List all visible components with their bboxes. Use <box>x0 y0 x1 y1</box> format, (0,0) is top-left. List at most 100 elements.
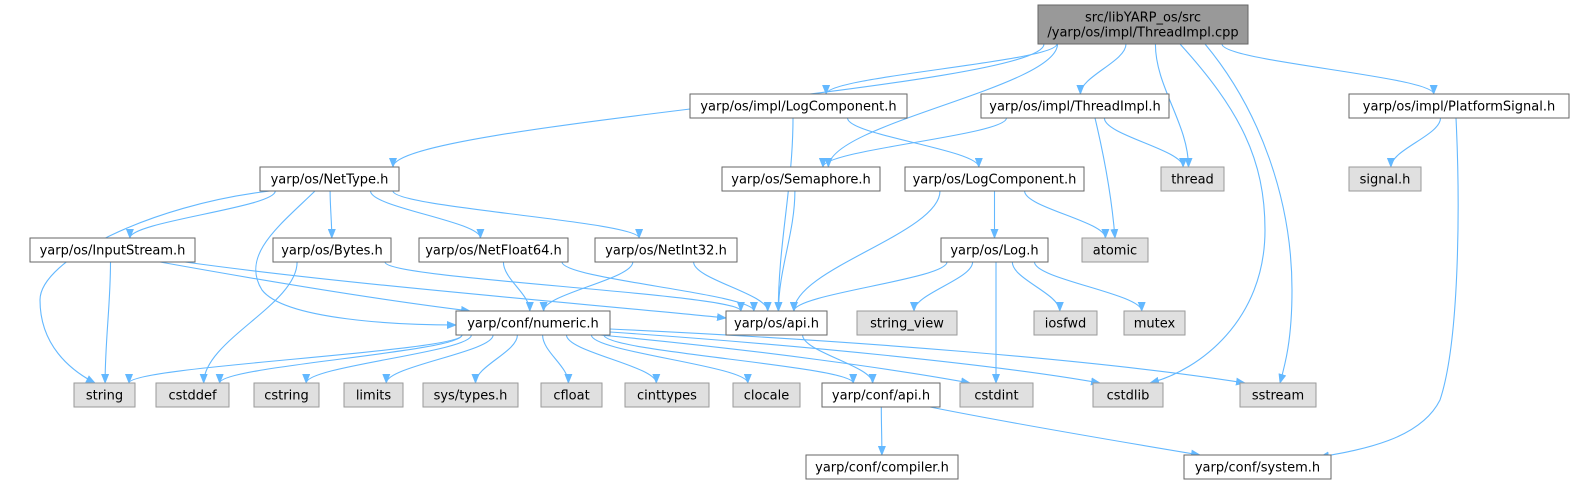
node-box-conf_api <box>821 382 941 408</box>
node-semaphore[interactable]: yarp/os/Semaphore.h <box>721 166 881 192</box>
edge-logcomponent_impl-to-os_api <box>774 117 794 312</box>
node-numeric[interactable]: yarp/conf/numeric.h <box>455 310 611 336</box>
node-box-os_api <box>725 310 828 336</box>
node-box-nettype <box>259 166 400 192</box>
node-label-signal_h: signal.h <box>1360 173 1411 188</box>
edge-nettype-to-inputstream <box>125 190 276 239</box>
node-box-inputstream <box>29 237 196 263</box>
node-box-cstddef <box>155 382 230 408</box>
node-box-clocale <box>732 382 801 408</box>
node-label-platformsignal: yarp/os/impl/PlatformSignal.h <box>1363 100 1555 115</box>
node-compiler[interactable]: yarp/conf/compiler.h <box>805 454 959 480</box>
node-label-compiler: yarp/conf/compiler.h <box>815 461 949 476</box>
edge-semaphore-to-os_api <box>774 190 796 312</box>
node-label-mutex: mutex <box>1134 317 1176 332</box>
edge-conf_api-to-system <box>929 406 1201 458</box>
edge-log-to-mutex <box>1033 261 1146 312</box>
node-label-atomic: atomic <box>1093 244 1137 259</box>
node-platformsignal[interactable]: yarp/os/impl/PlatformSignal.h <box>1348 93 1570 119</box>
node-label-root-line-2: /yarp/os/impl/ThreadImpl.cpp <box>1047 26 1238 41</box>
edge-bytes-to-cstddef <box>199 261 298 384</box>
node-box-cinttypes <box>624 382 710 408</box>
node-label-bytes: yarp/os/Bytes.h <box>281 244 383 259</box>
edge-numeric-to-sys_types <box>471 334 518 384</box>
node-box-compiler <box>805 454 959 480</box>
edge-numeric-to-cinttypes <box>565 334 661 384</box>
node-box-cstring <box>253 382 320 408</box>
node-logcomponent[interactable]: yarp/os/LogComponent.h <box>904 166 1085 192</box>
node-limits: limits <box>343 382 404 408</box>
node-thread: thread <box>1160 166 1225 192</box>
node-label-cinttypes: cinttypes <box>637 389 697 404</box>
node-label-nettype: yarp/os/NetType.h <box>271 173 389 188</box>
node-box-numeric <box>455 310 611 336</box>
node-inputstream[interactable]: yarp/os/InputStream.h <box>29 237 196 263</box>
node-box-bytes <box>272 237 392 263</box>
node-box-semaphore <box>721 166 881 192</box>
node-iosfwd: iosfwd <box>1033 310 1098 336</box>
node-box-string <box>73 382 136 408</box>
edge-logcomponent-to-os_api <box>789 190 941 312</box>
node-label-root-line-1: src/libYARP_os/src <box>1085 11 1201 26</box>
edge-root-to-logcomponent_impl <box>822 43 1058 95</box>
node-log[interactable]: yarp/os/Log.h <box>940 237 1049 263</box>
node-nettype[interactable]: yarp/os/NetType.h <box>259 166 400 192</box>
edge-inputstream-to-string <box>101 261 112 384</box>
node-label-conf_api: yarp/conf/api.h <box>832 389 930 404</box>
edge-root-to-sstream <box>1204 43 1293 384</box>
node-threadimpl_h[interactable]: yarp/os/impl/ThreadImpl.h <box>980 93 1170 119</box>
node-cfloat: cfloat <box>540 382 603 408</box>
node-label-sys_types: sys/types.h <box>434 389 508 404</box>
edge-log-to-os_api <box>789 261 948 312</box>
node-box-sys_types <box>422 382 519 408</box>
node-box-platformsignal <box>1348 93 1570 119</box>
node-sys_types: sys/types.h <box>422 382 519 408</box>
edge-nettype-to-netint32 <box>392 190 643 239</box>
node-label-cstring: cstring <box>264 389 308 404</box>
edge-log-to-string_view <box>910 261 974 312</box>
node-box-root <box>1037 4 1249 45</box>
node-cstdint: cstdint <box>959 382 1034 408</box>
edge-platformsignal-to-system <box>1319 117 1459 460</box>
edge-numeric-to-clocale <box>590 334 752 384</box>
edge-platformsignal-to-signal_h <box>1386 117 1442 168</box>
node-box-logcomponent_impl <box>689 93 908 119</box>
edge-inputstream-to-os_api <box>184 261 727 322</box>
node-conf_api[interactable]: yarp/conf/api.h <box>821 382 941 408</box>
node-os_api[interactable]: yarp/os/api.h <box>725 310 828 336</box>
node-cinttypes: cinttypes <box>624 382 710 408</box>
node-label-logcomponent: yarp/os/LogComponent.h <box>913 173 1077 188</box>
edge-numeric-to-cstddef <box>215 334 463 384</box>
node-atomic: atomic <box>1081 237 1149 263</box>
node-mutex: mutex <box>1123 310 1186 336</box>
node-box-cfloat <box>540 382 603 408</box>
node-system[interactable]: yarp/conf/system.h <box>1183 454 1332 480</box>
node-logcomponent_impl[interactable]: yarp/os/impl/LogComponent.h <box>689 93 908 119</box>
node-label-string_view: string_view <box>870 317 944 332</box>
node-clocale: clocale <box>732 382 801 408</box>
edge-netint32-to-os_api <box>693 261 772 312</box>
node-netint32[interactable]: yarp/os/NetInt32.h <box>594 237 738 263</box>
edge-numeric-to-cstdint <box>599 334 971 386</box>
node-box-threadimpl_h <box>980 93 1170 119</box>
edge-root-to-semaphore <box>824 43 1059 168</box>
node-netfloat64[interactable]: yarp/os/NetFloat64.h <box>418 237 569 263</box>
edge-logcomponent-to-atomic <box>1024 190 1110 239</box>
node-string: string <box>73 382 136 408</box>
node-box-logcomponent <box>904 166 1085 192</box>
node-label-threadimpl_h: yarp/os/impl/ThreadImpl.h <box>989 100 1160 115</box>
edge-netfloat64-to-numeric <box>502 261 534 312</box>
node-bytes[interactable]: yarp/os/Bytes.h <box>272 237 392 263</box>
node-root[interactable]: src/libYARP_os/src/yarp/os/impl/ThreadIm… <box>1037 4 1249 45</box>
node-cstring: cstring <box>253 382 320 408</box>
edge-numeric-to-cstdlib <box>609 331 1101 386</box>
node-signal_h: signal.h <box>1348 166 1422 192</box>
edge-netint32-to-numeric <box>539 261 634 312</box>
node-box-system <box>1183 454 1332 480</box>
node-box-iosfwd <box>1033 310 1098 336</box>
edge-nettype-to-string <box>39 190 271 384</box>
node-label-cfloat: cfloat <box>553 389 589 404</box>
node-box-atomic <box>1081 237 1149 263</box>
node-label-clocale: clocale <box>744 389 789 404</box>
